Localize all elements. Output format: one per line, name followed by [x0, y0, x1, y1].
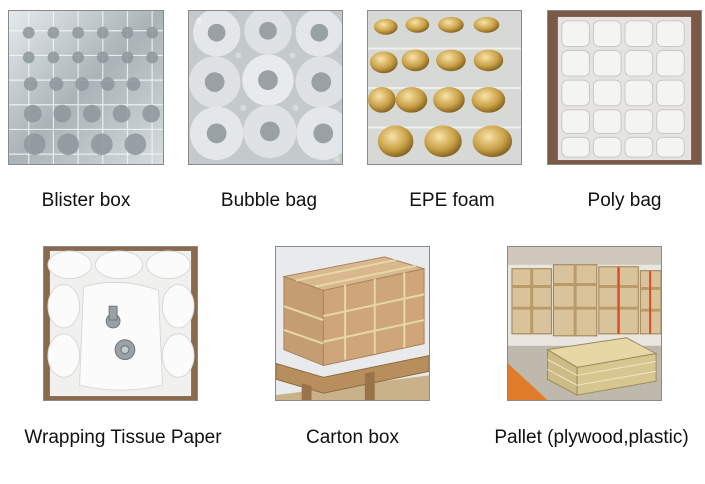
epe-foam-caption: EPE foam [409, 190, 495, 211]
poly-bag-photo [547, 10, 702, 165]
bubble-bag-caption: Bubble bag [220, 190, 318, 211]
bubble-bag-photo [188, 10, 343, 165]
carton-box-photo [275, 246, 430, 401]
pallet-caption: Pallet (plywood,plastic) [494, 427, 689, 448]
wrapping-tissue-paper-caption: Wrapping Tissue Paper [24, 427, 222, 448]
blister-box-photo [8, 10, 164, 165]
epe-foam-photo [367, 10, 522, 165]
wrapping-tissue-paper-photo [43, 246, 198, 401]
carton-box-caption: Carton box [306, 427, 399, 448]
blister-box-caption: Blister box [41, 190, 131, 211]
pallet-photo [507, 246, 662, 401]
poly-bag-caption: Poly bag [587, 190, 662, 211]
